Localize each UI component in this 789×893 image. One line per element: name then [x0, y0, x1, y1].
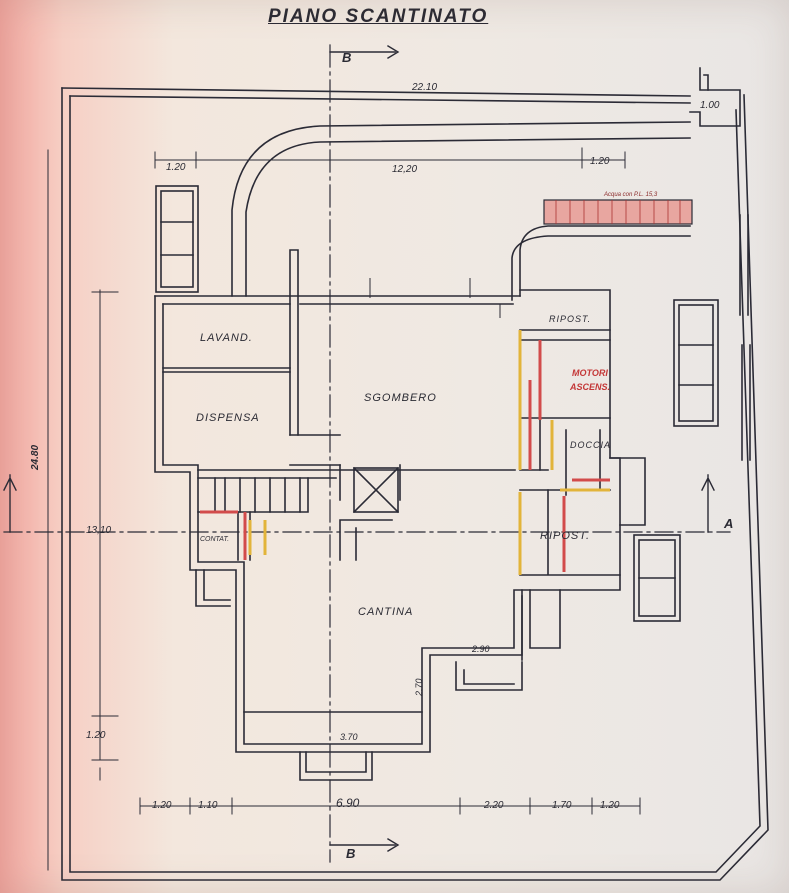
section-b-label-bottom: B [346, 846, 356, 861]
dim-corner: 1.00 [700, 100, 720, 111]
tank-hatch [543, 199, 693, 225]
room-doccia: DOCCIA [570, 440, 612, 450]
room-lavand: LAVAND. [200, 332, 253, 344]
dim-height-1310: 13,10 [86, 525, 112, 536]
dim-overall-width: 22.10 [412, 82, 438, 93]
room-cantina: CANTINA [358, 606, 414, 618]
room-ascens: ASCENS. [570, 382, 611, 392]
color-marks [200, 330, 610, 575]
dim-b-170: 1.70 [552, 800, 572, 811]
dim-290: 2.90 [472, 644, 490, 654]
drawing-title: PIANO SCANTINATO [268, 6, 489, 27]
room-sgombero: SGOMBERO [364, 392, 437, 404]
room-ripost-bottom: RIPOST. [540, 530, 590, 542]
section-b-label-top: B [342, 50, 352, 65]
dim-left-120: 1.20 [166, 162, 186, 173]
dim-height-2480: 24.80 [30, 444, 41, 470]
room-motori: MOTORI [572, 368, 608, 378]
door-marks [369, 278, 501, 318]
section-a-label: A [724, 516, 734, 531]
plot-boundary [61, 67, 769, 881]
building-walls [154, 225, 691, 781]
dim-bottom-left-120: 1.20 [86, 730, 106, 741]
dim-b-120r: 1.20 [600, 800, 620, 811]
dim-right-120: 1.20 [590, 156, 610, 167]
left-light-well [155, 185, 199, 293]
room-contatori: CONTAT. [200, 536, 230, 543]
dim-270: 2.70 [414, 678, 424, 696]
dim-b-220: 2.20 [484, 800, 504, 811]
tank-note: Acqua con P.L. 15,3 [604, 192, 658, 198]
room-ripost-top: RIPOST. [549, 314, 592, 324]
room-dispensa: DISPENSA [196, 412, 260, 424]
dim-b-120: 1.20 [152, 800, 172, 811]
dim-b-110: 1.10 [198, 800, 218, 811]
right-light-well [633, 299, 719, 622]
dimension-lines [47, 147, 641, 871]
dim-370: 3.70 [340, 732, 358, 742]
dim-b-690: 6.90 [336, 796, 360, 810]
ramp-curve [231, 121, 691, 297]
dim-inner-1220: 12,20 [392, 164, 418, 175]
